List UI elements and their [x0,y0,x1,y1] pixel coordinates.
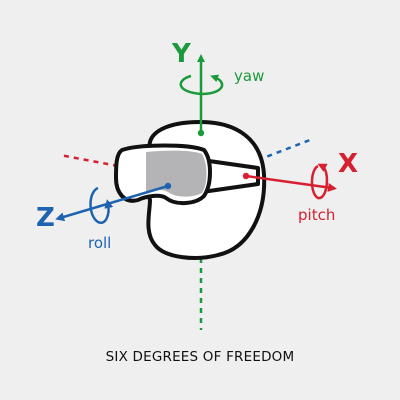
pitch-label: pitch [298,206,335,224]
y-axis [179,54,224,137]
pitch-rotation-arrow [310,163,329,200]
y-axis-letter: Y [171,39,192,69]
x-axis [242,163,337,200]
z-axis [55,182,172,225]
yaw-rotation-arrow [179,74,224,96]
roll-label: roll [88,234,111,252]
roll-rotation-arrow [89,186,114,225]
yaw-label: yaw [234,67,264,85]
x-axis-letter: X [338,149,358,179]
z-axis-letter: Z [36,203,55,233]
vr-headset-icon [114,143,260,205]
diagram-caption: SIX DEGREES OF FREEDOM [105,349,295,365]
x-axis-dashed-back [59,153,119,168]
z-axis-dashed-back [257,138,311,162]
